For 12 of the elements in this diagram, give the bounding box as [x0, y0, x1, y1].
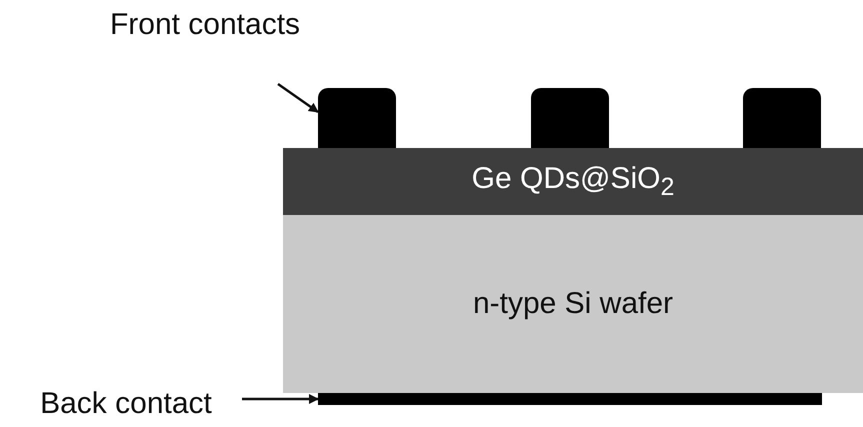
back-contact-bar: [318, 393, 822, 405]
part-label: Back contact: [10, 384, 242, 424]
front-contact-pad: [743, 88, 821, 150]
layer-label: n-type Si wafer: [472, 287, 674, 321]
leader-arrow: [277, 82, 319, 114]
layer-label: Ge QDs@SiO$_{2}$: [472, 162, 674, 202]
part-label: Front contacts: [70, 8, 340, 84]
leader-arrow: [242, 394, 319, 404]
front-contact-pad: [318, 88, 396, 150]
oxide-layer: [283, 148, 863, 215]
front-contact-pad: [531, 88, 609, 150]
wafer-layer: [283, 215, 863, 393]
